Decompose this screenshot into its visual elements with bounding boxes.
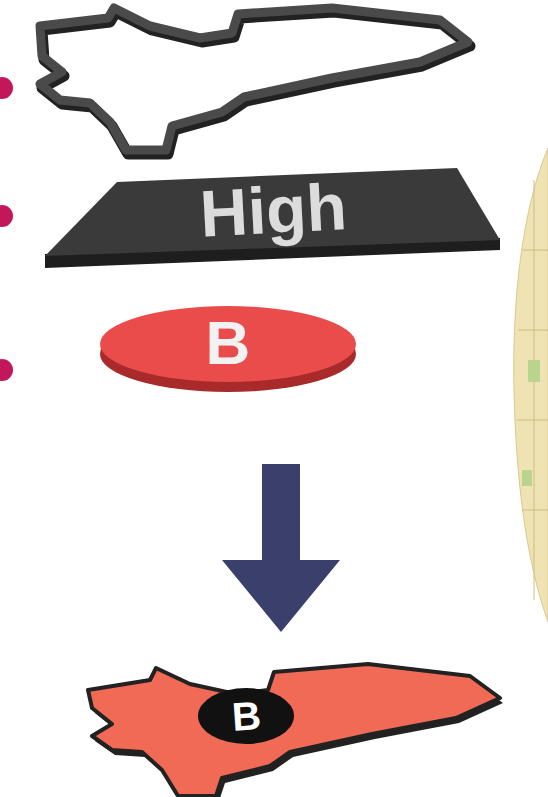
- node-label: High: [198, 173, 348, 247]
- filled-region: [88, 664, 503, 797]
- bullet-dot: [0, 205, 13, 227]
- layer-slab: High: [42, 160, 504, 272]
- map-region: [514, 148, 548, 622]
- region-outline: [40, 8, 470, 154]
- marker-circle: B: [196, 686, 296, 746]
- node-label: B: [230, 695, 262, 737]
- bullet-dot: [0, 359, 13, 381]
- marker-disc: B: [98, 302, 358, 396]
- block-arrow: [222, 464, 340, 632]
- node-label: B: [206, 312, 251, 374]
- bullet-dot: [0, 77, 13, 99]
